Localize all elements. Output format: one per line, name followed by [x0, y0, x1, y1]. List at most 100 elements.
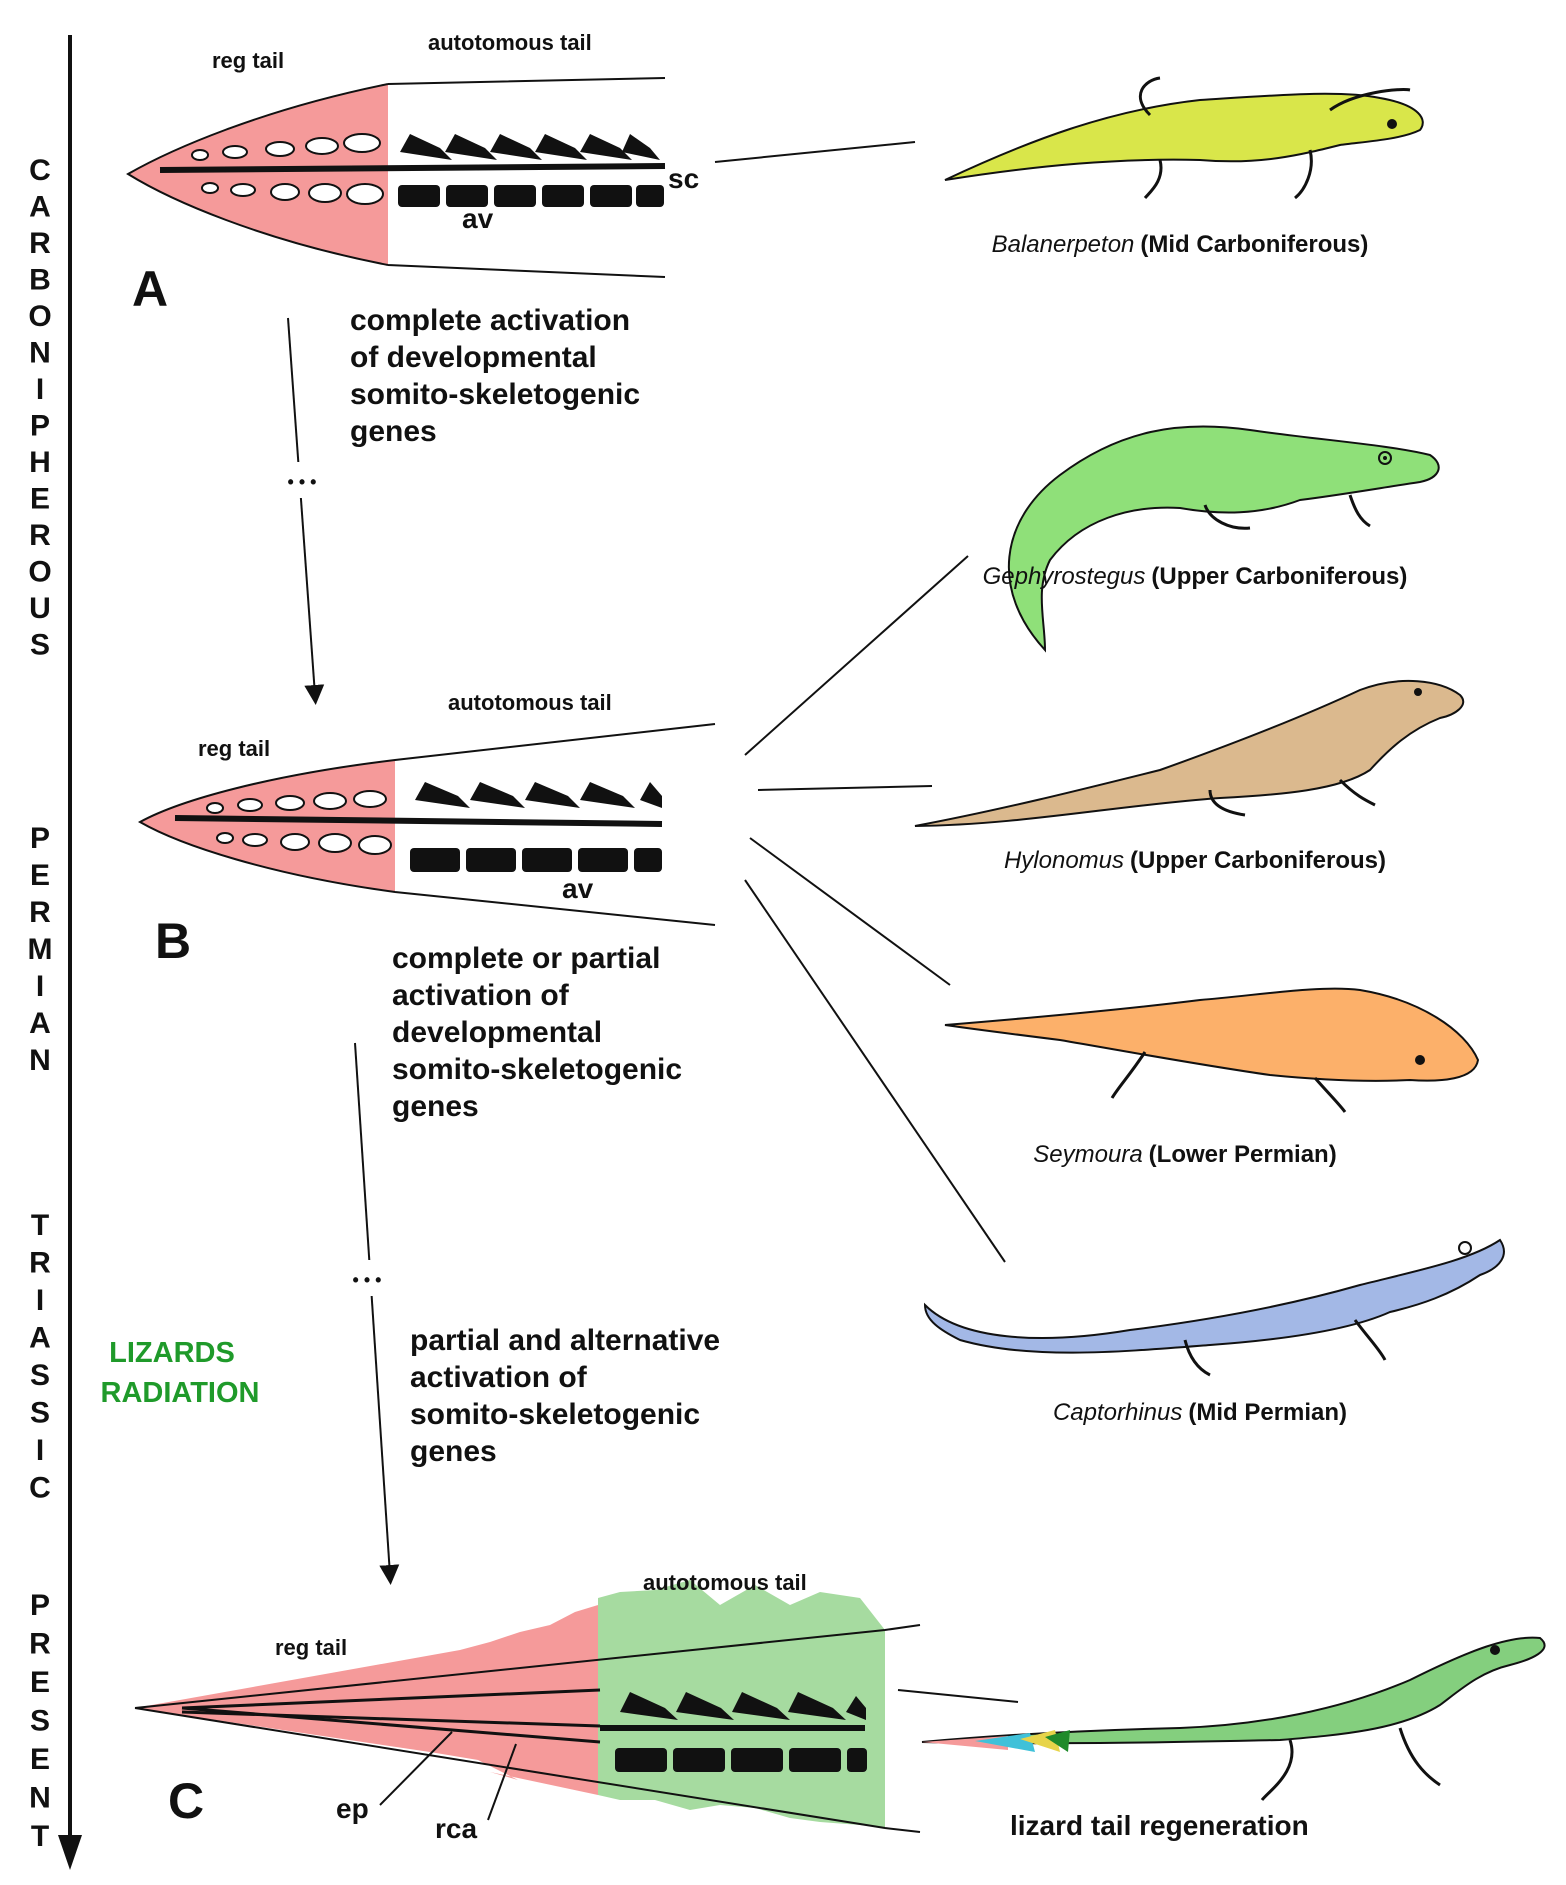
step-1-line-4: genes: [350, 415, 437, 448]
period-triassic-letter: R: [29, 1247, 51, 1280]
ep-pointer: [379, 1731, 453, 1806]
period-present-letter: E: [30, 1666, 50, 1699]
period-permian-letter: E: [30, 859, 50, 892]
vertebral-bodies-b: [410, 848, 662, 872]
evolution-arrow-1: [287, 317, 325, 705]
evolution-arrow-2: [354, 1042, 400, 1585]
spinal-cord-b: [174, 815, 663, 827]
step-2-line-5: genes: [392, 1090, 479, 1123]
step-2: • • • complete or partial activation of …: [322, 942, 682, 1585]
regenerating-tail-region-c: [135, 1598, 598, 1795]
tail-outline-c: [134, 1624, 921, 1833]
ep-label: ep: [336, 1793, 369, 1824]
rca-label: rca: [435, 1813, 477, 1844]
vertebral-bodies-a: [398, 185, 664, 207]
connector-lines: [714, 141, 1019, 1703]
step-2-line-3: developmental: [392, 1016, 602, 1049]
period-carbonipherous-letter: H: [29, 446, 51, 479]
timeline-arrowhead: [58, 1835, 82, 1870]
period-carbonipherous-letter: O: [28, 300, 51, 333]
period-present-letter: R: [29, 1628, 51, 1661]
hylonomus-illustration: [914, 680, 1465, 827]
period-present-letter: P: [30, 1589, 50, 1622]
step-2-line-2: activation of: [392, 979, 570, 1012]
rca-pointer: [487, 1743, 517, 1821]
period-carbonipherous-letter: O: [28, 556, 51, 589]
gephyrostegus-label: Gephyrostegus(Upper Carboniferous): [983, 563, 1408, 590]
lizards-radiation-line1: LIZARDS: [109, 1337, 235, 1369]
period-carbonipherous-letter: I: [36, 373, 44, 406]
step-3: partial and alternative activation of so…: [410, 1324, 720, 1468]
step-3-line-3: somito-skeletogenic: [410, 1398, 700, 1431]
reg-tail-label-a: reg tail: [212, 48, 284, 73]
period-present-letter: T: [31, 1820, 49, 1853]
regen-cartilage-b: [206, 790, 392, 855]
period-triassic-letter: S: [30, 1397, 50, 1430]
period-carbonipherous-letter: S: [30, 629, 50, 662]
period-triassic-letter: C: [29, 1472, 51, 1505]
period-triassic-letter: A: [29, 1322, 51, 1355]
lizards-radiation-line2: RADIATION: [101, 1377, 260, 1409]
reg-tail-label-b: reg tail: [198, 736, 270, 761]
hylonomus-label: Hylonomus(Upper Carboniferous): [1004, 847, 1386, 874]
modern-lizard-illustration: [921, 1636, 1546, 1801]
period-present-letter: N: [29, 1782, 51, 1815]
period-present-letter: E: [30, 1743, 50, 1776]
neural-arches-c: [620, 1692, 866, 1720]
period-carbonipherous-letter: U: [29, 592, 51, 625]
vertebral-bodies-c: [615, 1748, 867, 1772]
autotomous-tail-label-a: autotomous tail: [428, 30, 592, 55]
seymoura-illustration: [944, 987, 1480, 1113]
regenerating-tail-region-b: [140, 760, 395, 892]
period-permian-letter: I: [36, 970, 44, 1003]
ellipsis-2: • • •: [353, 1270, 382, 1290]
sc-label-a: sc: [668, 163, 699, 194]
period-permian-letter: M: [28, 933, 53, 966]
period-carbonipherous-letter: B: [29, 264, 51, 297]
step-1-line-2: of developmental: [350, 341, 597, 374]
period-present-letter: S: [30, 1705, 50, 1738]
balanerpeton-illustration: [944, 76, 1424, 200]
tail-outline-a: [126, 77, 666, 278]
spinal-cord-a: [159, 163, 666, 173]
av-label-a: av: [462, 203, 494, 234]
step-3-line-2: activation of: [410, 1361, 588, 1394]
step-1: • • • complete activation of development…: [258, 304, 640, 705]
step-1-line-3: somito-skeletogenic: [350, 378, 640, 411]
step-3-line-1: partial and alternative: [410, 1324, 720, 1357]
av-label-b: av: [562, 873, 594, 904]
panel-letter-b: B: [155, 913, 191, 969]
period-carbonipherous-letter: A: [29, 191, 51, 224]
lizard-regeneration-label: lizard tail regeneration: [1010, 1810, 1309, 1841]
period-permian-letter: R: [29, 896, 51, 929]
balanerpeton-label: Balanerpeton(Mid Carboniferous): [992, 231, 1369, 258]
period-permian-letter: N: [29, 1044, 51, 1077]
period-carbonipherous-letter: C: [29, 154, 51, 187]
period-triassic-letter: I: [36, 1434, 44, 1467]
captorhinus-label: Captorhinus(Mid Permian): [1053, 1399, 1347, 1426]
step-1-line-1: complete activation: [350, 304, 630, 337]
regen-cartilage-c: [181, 1688, 601, 1744]
neural-arches-b: [415, 782, 662, 808]
panel-letter-c: C: [168, 1773, 204, 1829]
regenerating-tail-region-a: [128, 84, 388, 265]
gephyrostegus-illustration: [1007, 425, 1440, 653]
step-3-line-4: genes: [410, 1435, 497, 1468]
period-carbonipherous-letter: E: [30, 483, 50, 516]
autotomous-tail-label-c: autotomous tail: [643, 1570, 807, 1595]
period-carbonipherous-letter: N: [29, 337, 51, 370]
panel-letter-a: A: [132, 261, 168, 317]
neural-arches-a: [400, 134, 660, 160]
period-triassic-letter: S: [30, 1359, 50, 1392]
period-carbonipherous-letter: R: [29, 227, 51, 260]
tail-diagram-b: reg tail autotomous tail av B: [137, 690, 716, 969]
tail-diagram-c: reg tail autotomous tail ep rca C: [134, 1570, 921, 1844]
autotomous-tail-label-b: autotomous tail: [448, 690, 612, 715]
period-carbonipherous-letter: P: [30, 410, 50, 443]
reg-tail-label-c: reg tail: [275, 1635, 347, 1660]
step-2-line-1: complete or partial: [392, 942, 660, 975]
captorhinus-illustration: [923, 1238, 1505, 1377]
